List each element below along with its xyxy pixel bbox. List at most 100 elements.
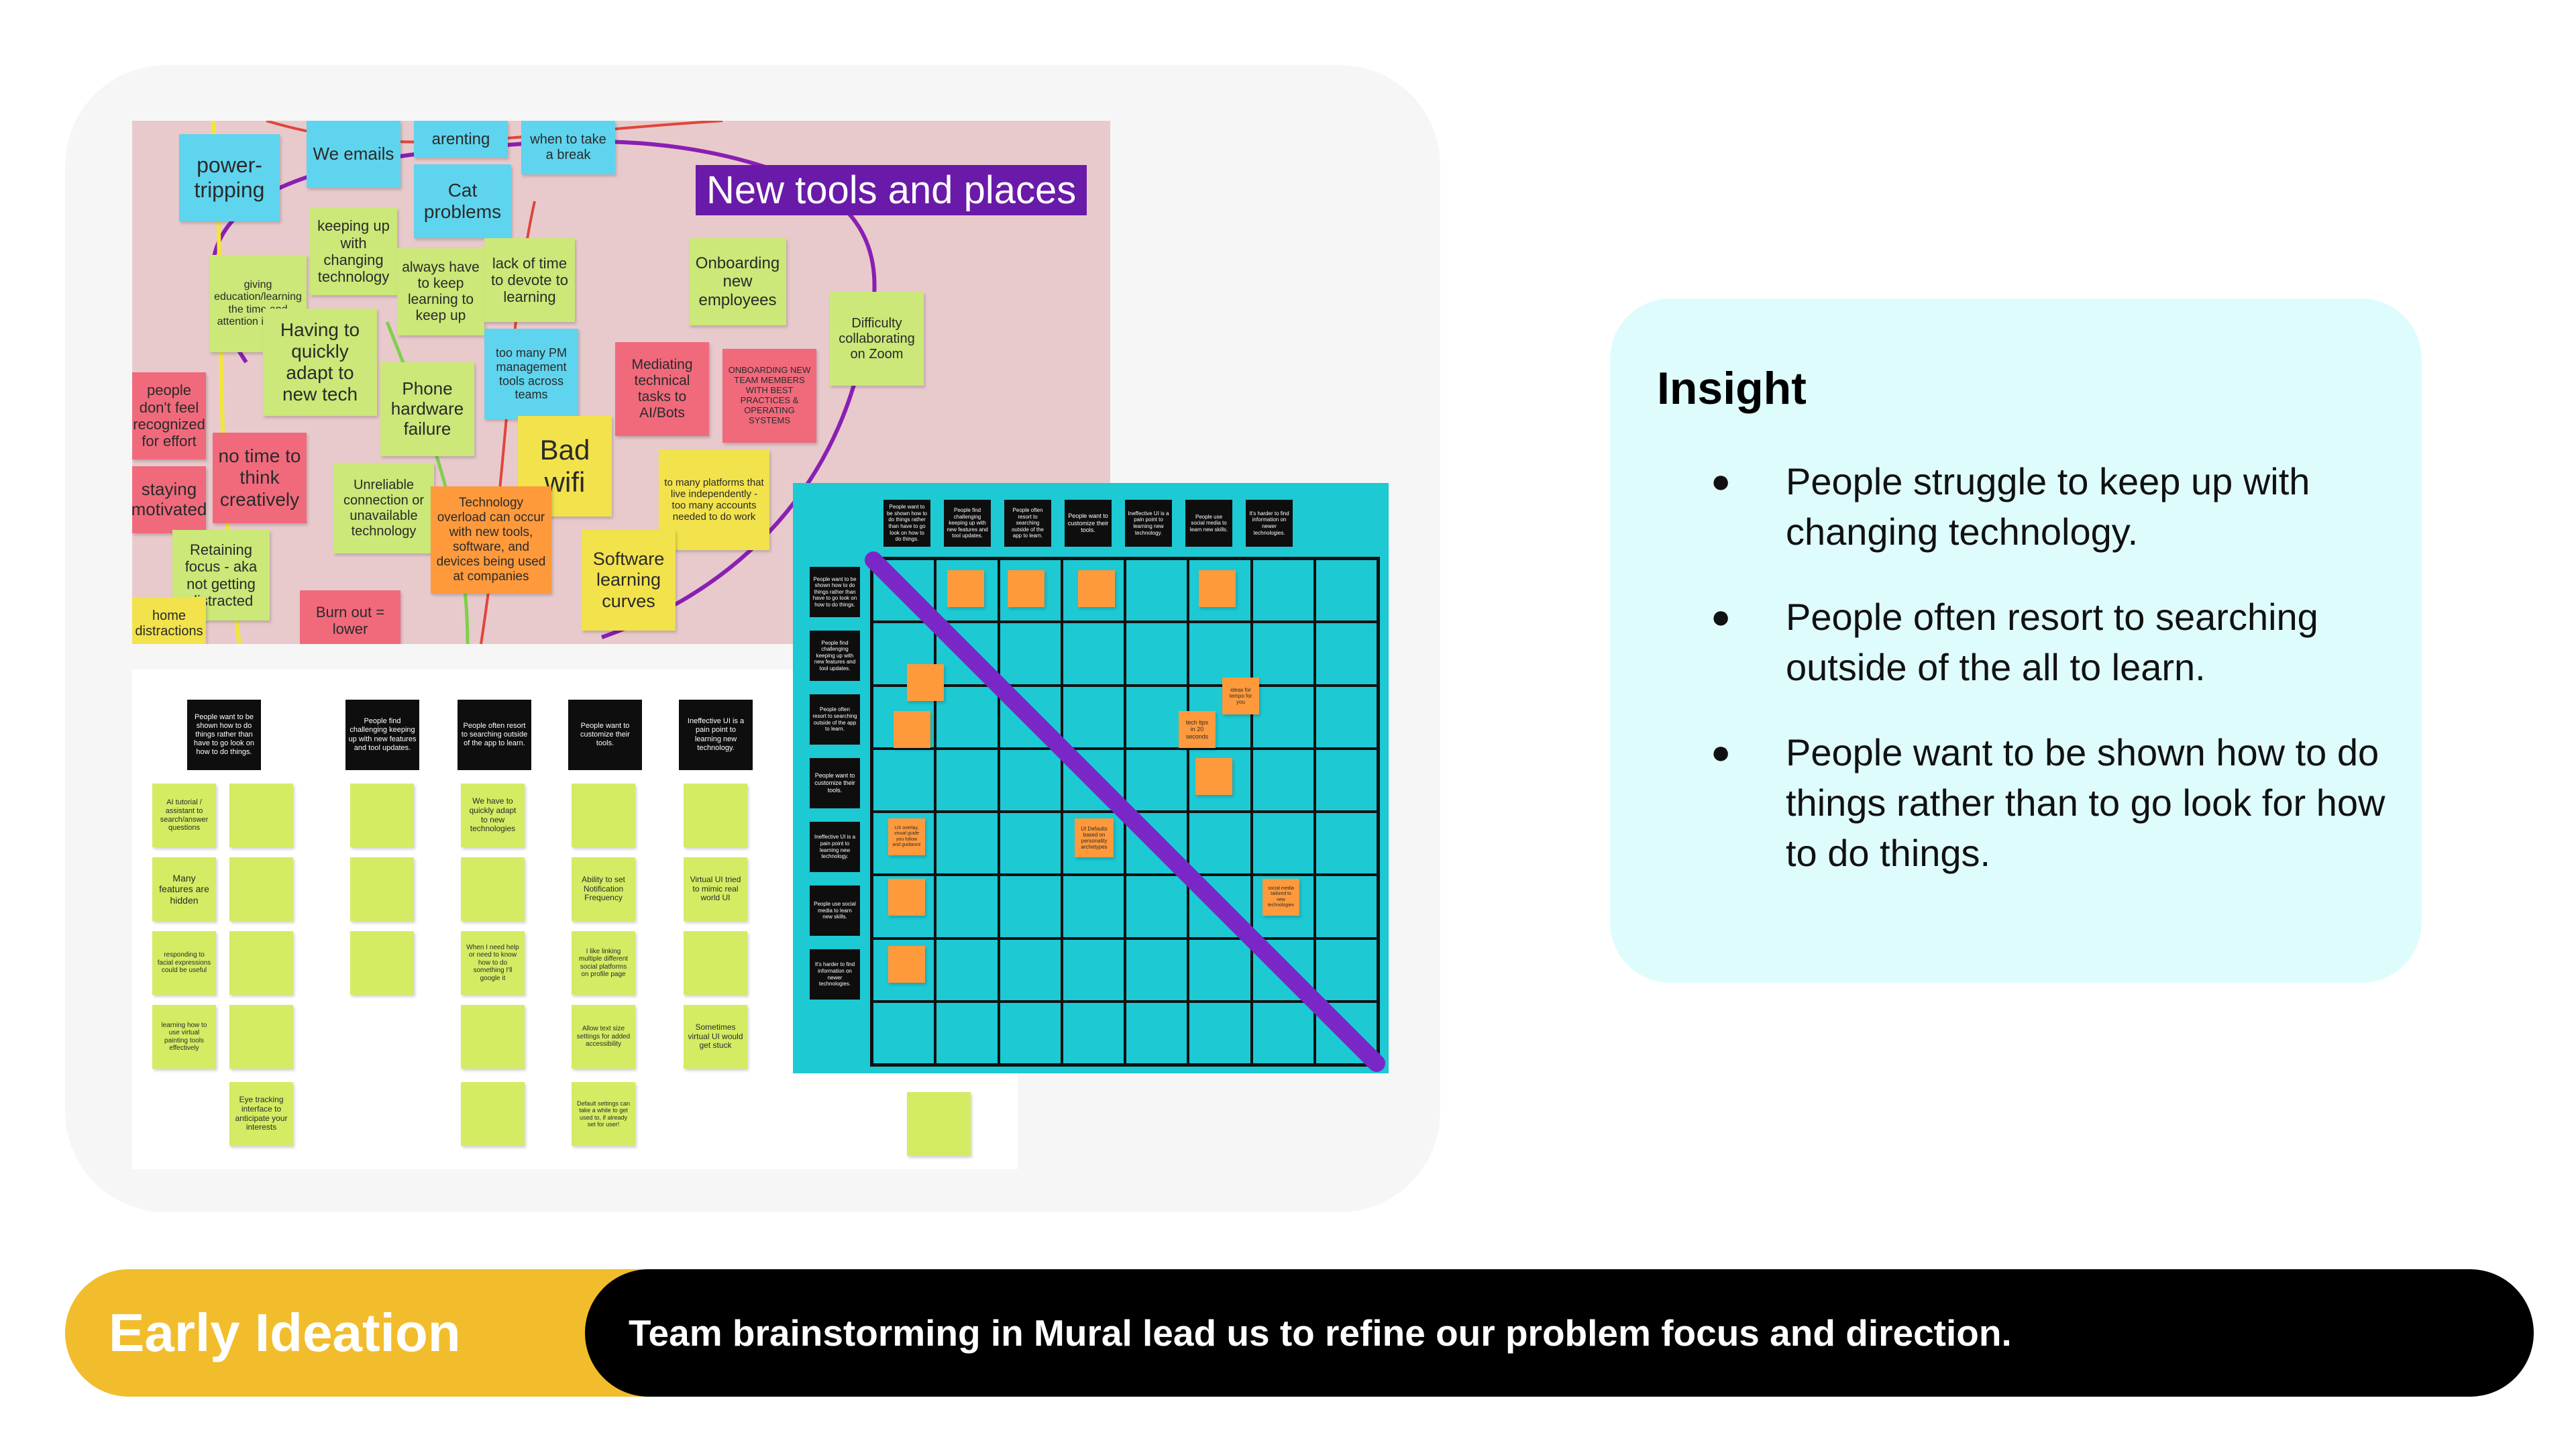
sticky-note <box>229 931 293 995</box>
sticky-note <box>461 857 525 921</box>
sticky-note: lack of time to devote to learning <box>484 238 575 322</box>
sticky-note: learning how to use virtual painting too… <box>152 1005 216 1069</box>
sticky-note: staying motivated <box>132 466 206 533</box>
matrix-row-header: People find challenging keeping up with … <box>810 631 860 681</box>
sticky-note: keeping up with changing technology <box>310 208 397 295</box>
column-header: Ineffective UI is a pain point to learni… <box>679 700 753 770</box>
sticky-note: When I need help or need to know how to … <box>461 931 525 995</box>
sticky-note: Software learning curves <box>582 530 676 631</box>
matrix-row-header: People want to customize their tools. <box>810 758 860 808</box>
sticky-note: We emails <box>307 121 400 188</box>
sticky-note <box>894 711 930 748</box>
sticky-note: tech tips in 20 seconds <box>1179 711 1216 748</box>
bullet-icon: ● <box>1711 598 1731 635</box>
sticky-note: social media tailored to new technologie… <box>1263 879 1299 916</box>
bullet-icon: ● <box>1711 733 1731 771</box>
column-header: People want to be shown how to do things… <box>187 700 261 770</box>
sticky-note: power-tripping <box>179 134 280 221</box>
matrix-column-header: People use social media to learn new ski… <box>1185 500 1232 547</box>
sticky-note: Technology overload can occur with new t… <box>431 486 551 594</box>
matrix-column-header: Ineffective UI is a pain point to learni… <box>1125 500 1172 547</box>
sticky-note: Phone hardware failure <box>380 362 474 456</box>
insight-card: Insight ●People struggle to keep up with… <box>1610 299 2422 983</box>
sticky-note: Many features are hidden <box>152 857 216 921</box>
sticky-note: Mediating technical tasks to AI/Bots <box>615 342 709 436</box>
sticky-note <box>907 664 944 701</box>
sticky-note: ideas for tempo for you <box>1222 678 1259 714</box>
sticky-note: Default settings can take a while to get… <box>572 1082 635 1146</box>
insight-bullet: ●People struggle to keep up with changin… <box>1610 456 2390 557</box>
sticky-note: I like linking multiple different social… <box>572 931 635 995</box>
sticky-note <box>907 1092 971 1156</box>
sticky-note <box>229 857 293 921</box>
insight-title: Insight <box>1657 363 1807 414</box>
sticky-note <box>1078 570 1115 607</box>
column-header: People find challenging keeping up with … <box>345 700 419 770</box>
banner-label: Early Ideation <box>109 1303 461 1362</box>
cluster-title: New tools and places <box>696 165 1087 215</box>
sticky-note: AI tutorial / assistant to search/answer… <box>152 784 216 847</box>
sticky-note: UX overlay, visual guide you follow and … <box>888 818 925 855</box>
insight-bullet: ●People want to be shown how to do thing… <box>1610 727 2390 878</box>
sticky-note: Unreliable connection or unavailable tec… <box>333 463 434 553</box>
sticky-note: when to take a break <box>521 121 615 174</box>
matrix-row-header: Ineffective UI is a pain point to learni… <box>810 822 860 872</box>
sticky-note: people don't feel recognized for effort <box>132 372 206 460</box>
sticky-note <box>888 879 925 916</box>
sticky-note <box>461 1082 525 1146</box>
sticky-note: Virtual UI tried to mimic real world UI <box>684 857 747 921</box>
sticky-note: home distractions <box>132 597 206 644</box>
sticky-note: UI Defaults based on personality archety… <box>1075 818 1114 857</box>
insight-list: ●People struggle to keep up with changin… <box>1610 456 2390 913</box>
sticky-note: Burn out = lower <box>300 590 400 644</box>
banner-desc-bg <box>585 1269 2534 1397</box>
matrix-row-header: People often resort to searching outside… <box>810 694 860 745</box>
matrix-grid <box>870 557 1380 1067</box>
matrix-row-header: People use social media to learn new ski… <box>810 885 860 936</box>
matrix-column-header: People want to be shown how to do things… <box>883 500 930 547</box>
matrix-row-header: It's harder to find information on newer… <box>810 949 860 1000</box>
matrix-column-header: It's harder to find information on newer… <box>1246 500 1293 547</box>
matrix-column-header: People often resort to searching outside… <box>1004 500 1051 547</box>
sticky-note: Cat problems <box>414 164 511 238</box>
sticky-note: always have to keep learning to keep up <box>397 248 484 335</box>
sticky-note <box>888 946 925 983</box>
sticky-note <box>1195 758 1232 795</box>
matrix-row-header: People want to be shown how to do things… <box>810 567 860 617</box>
sticky-note: Having to quickly adapt to new tech <box>263 309 377 416</box>
banner-description: Team brainstorming in Mural lead us to r… <box>629 1312 2012 1354</box>
column-header: People want to customize their tools. <box>568 700 642 770</box>
sticky-note <box>350 931 414 995</box>
sticky-note: Sometimes virtual UI would get stuck <box>684 1005 747 1069</box>
matrix-column-header: People want to customize their tools. <box>1065 500 1112 547</box>
sticky-note <box>229 784 293 847</box>
sticky-note <box>229 1005 293 1069</box>
sticky-note <box>684 931 747 995</box>
sticky-note: responding to facial expressions could b… <box>152 931 216 995</box>
sticky-note: We have to quickly adapt to new technolo… <box>461 784 525 847</box>
matrix-diagonal <box>865 551 1385 1072</box>
sticky-note: ONBOARDING NEW TEAM MEMBERS WITH BEST PR… <box>722 349 816 443</box>
sticky-note: to many platforms that live independentl… <box>659 449 769 550</box>
sticky-note: Ability to set Notification Frequency <box>572 857 635 921</box>
sticky-note <box>461 1005 525 1069</box>
sticky-note: Eye tracking interface to anticipate you… <box>229 1082 293 1146</box>
sticky-note: no time to think creatively <box>213 433 307 523</box>
sticky-note <box>947 570 984 607</box>
sticky-note <box>1008 570 1044 607</box>
affinity-board-image: New tools and places power-tripping We e… <box>132 121 1110 644</box>
sticky-note: arenting <box>414 121 508 158</box>
sticky-note <box>684 784 747 847</box>
sticky-note <box>572 784 635 847</box>
sticky-note: Allow text size settings for added acces… <box>572 1005 635 1069</box>
caption-banner: Early Ideation Team brainstorming in Mur… <box>65 1269 2534 1397</box>
column-header: People often resort to searching outside… <box>458 700 531 770</box>
sticky-note <box>350 784 414 847</box>
sticky-note <box>350 857 414 921</box>
sticky-note: Difficulty collaborating on Zoom <box>830 292 924 386</box>
bullet-icon: ● <box>1711 462 1731 500</box>
sticky-note: too many PM management tools across team… <box>484 329 578 419</box>
matrix-board-image: People want to be shown how to do things… <box>793 483 1389 1073</box>
insight-bullet: ●People often resort to searching outsid… <box>1610 592 2390 692</box>
sticky-note: Onboarding new employees <box>689 238 786 325</box>
